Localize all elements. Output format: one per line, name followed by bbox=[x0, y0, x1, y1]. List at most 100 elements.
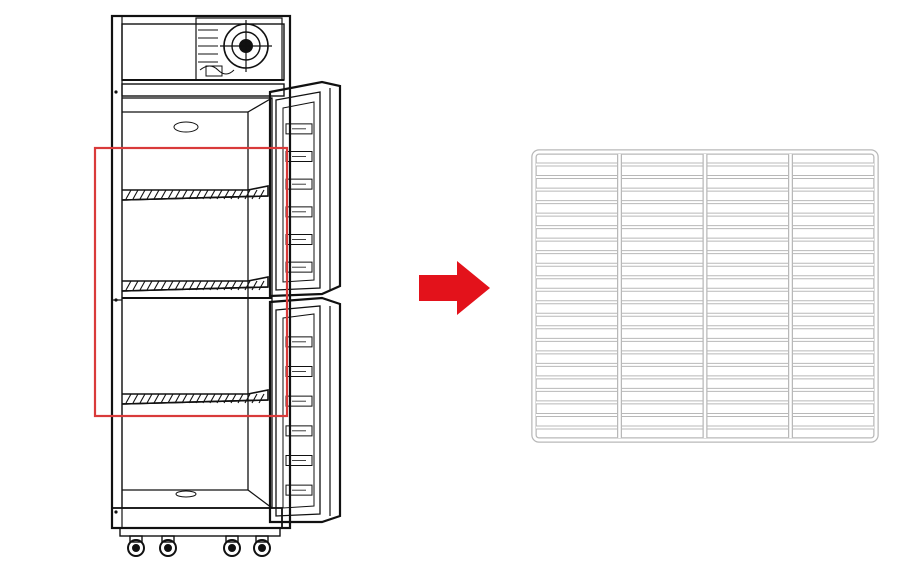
shelf-wire bbox=[146, 393, 153, 404]
shelf-wire bbox=[230, 189, 237, 200]
shelf-wire bbox=[153, 189, 160, 200]
shelf-edge bbox=[121, 286, 269, 292]
shelf-wire bbox=[223, 393, 230, 404]
shelf-wire bbox=[244, 393, 251, 404]
shelf-wire bbox=[174, 189, 181, 200]
shelf bbox=[121, 389, 269, 405]
wire-rack bbox=[531, 149, 879, 443]
caster-mount bbox=[225, 535, 239, 543]
shelf-wire bbox=[139, 393, 146, 404]
door-bin bbox=[285, 455, 313, 466]
shelf-wire bbox=[202, 393, 209, 404]
shelf-edge bbox=[121, 195, 269, 201]
shelf-wire bbox=[209, 393, 216, 404]
caster-group bbox=[127, 535, 271, 557]
shelf-wire bbox=[181, 393, 188, 404]
shelf-wire bbox=[174, 280, 181, 291]
door-bin bbox=[285, 425, 313, 437]
caster-hub bbox=[228, 544, 236, 552]
shelf-wire bbox=[139, 189, 146, 200]
caster-hub bbox=[164, 544, 172, 552]
shelf-wire bbox=[258, 393, 265, 404]
door-bottom bbox=[268, 296, 342, 524]
caster-hub bbox=[258, 544, 266, 552]
shelf-wire bbox=[125, 189, 132, 200]
compressor-unit bbox=[121, 17, 285, 81]
rack-frame bbox=[532, 150, 878, 442]
cabinet-body bbox=[110, 14, 292, 530]
shelf-wire bbox=[216, 189, 223, 200]
shelf-wire bbox=[125, 393, 132, 404]
shelf-wire bbox=[181, 280, 188, 291]
shelf-wire bbox=[139, 280, 146, 291]
highlight-box bbox=[93, 146, 289, 418]
caster-wheel bbox=[159, 539, 177, 557]
shelf-wire bbox=[125, 280, 132, 291]
caster-mount bbox=[129, 535, 143, 543]
shelf-wire bbox=[167, 393, 174, 404]
shelf-wire bbox=[153, 280, 160, 291]
caster bbox=[223, 535, 241, 557]
shelf-wire bbox=[132, 280, 139, 291]
caster-mount bbox=[161, 535, 175, 543]
shelf-wire bbox=[209, 189, 216, 200]
cabinet-drawing bbox=[110, 14, 342, 557]
caster-hub bbox=[132, 544, 140, 552]
shelf-wire bbox=[195, 189, 202, 200]
shelf-wire bbox=[258, 280, 265, 291]
base bbox=[111, 507, 283, 537]
caster-wheel bbox=[253, 539, 271, 557]
shelf-wire bbox=[237, 280, 244, 291]
shelf-wire bbox=[251, 189, 258, 200]
shelf-wire bbox=[244, 280, 251, 291]
shelf-wire bbox=[132, 393, 139, 404]
caster bbox=[127, 535, 145, 557]
shelf-wire bbox=[223, 189, 230, 200]
caster bbox=[253, 535, 271, 557]
shelf-wire bbox=[237, 393, 244, 404]
shelf bbox=[121, 185, 269, 201]
shelf-wire bbox=[216, 280, 223, 291]
shelf-wire bbox=[146, 280, 153, 291]
shelf-wire bbox=[251, 280, 258, 291]
shelf-wire bbox=[223, 280, 230, 291]
caster-mount bbox=[255, 535, 269, 543]
caster-wheel bbox=[127, 539, 145, 557]
shelf-wire bbox=[146, 189, 153, 200]
shelf-wire bbox=[202, 280, 209, 291]
shelf-wire bbox=[153, 393, 160, 404]
caster-wheel bbox=[223, 539, 241, 557]
shelf-group bbox=[121, 185, 269, 405]
shelf-wire bbox=[251, 393, 258, 404]
shelf-wire bbox=[258, 189, 265, 200]
caster bbox=[159, 535, 177, 557]
shelf-wire bbox=[160, 280, 167, 291]
shelf-wire bbox=[209, 280, 216, 291]
shelf-wire bbox=[188, 280, 195, 291]
shelf-wire bbox=[167, 189, 174, 200]
door-bin bbox=[285, 484, 313, 496]
shelf-wire bbox=[188, 189, 195, 200]
shelf-wire bbox=[174, 393, 181, 404]
shelf-wire bbox=[160, 393, 167, 404]
arrow-right-icon bbox=[419, 261, 490, 315]
shelf-wire bbox=[167, 280, 174, 291]
shelf-edge bbox=[121, 399, 269, 405]
shelf-wire bbox=[230, 280, 237, 291]
shelf-wire bbox=[237, 189, 244, 200]
shelf-wire bbox=[216, 393, 223, 404]
door-bin bbox=[285, 123, 313, 135]
shelf-wire bbox=[244, 189, 251, 200]
shelf-wire bbox=[202, 189, 209, 200]
shelf-wire bbox=[188, 393, 195, 404]
shelf-wire bbox=[195, 280, 202, 291]
shelf-wire bbox=[160, 189, 167, 200]
shelf-wire bbox=[132, 189, 139, 200]
shelf bbox=[121, 276, 269, 292]
shelf-wire bbox=[230, 393, 237, 404]
shelf-wire bbox=[181, 189, 188, 200]
door-top bbox=[268, 80, 342, 298]
shelf-wire bbox=[195, 393, 202, 404]
